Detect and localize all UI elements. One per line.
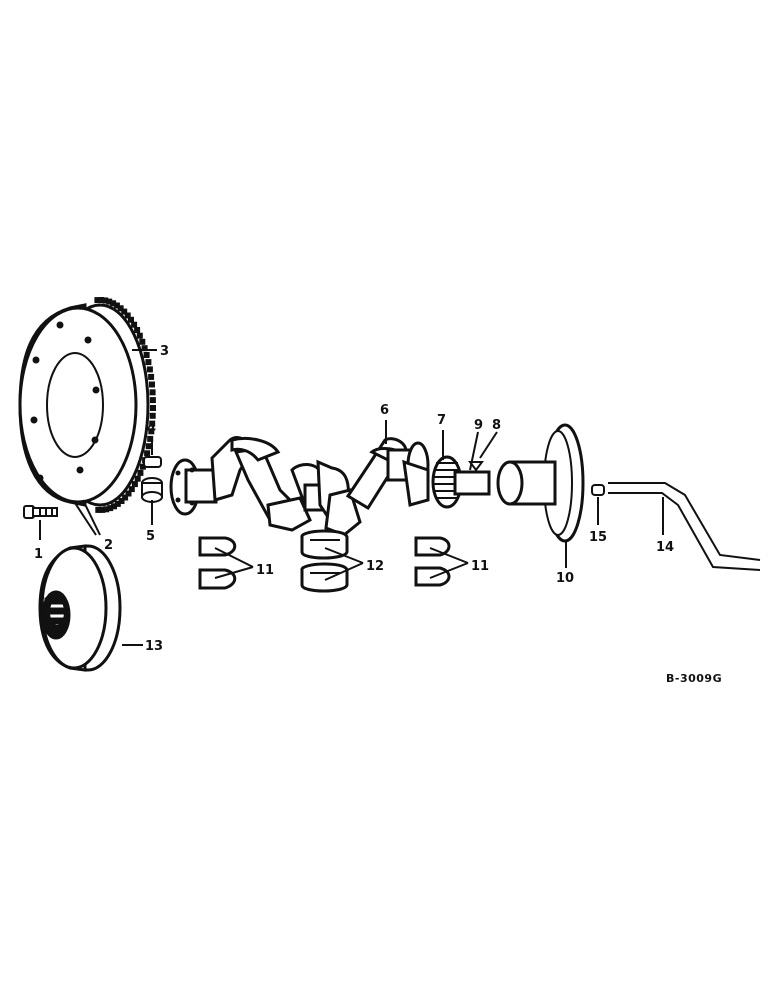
callout-4: 4	[147, 421, 156, 436]
callout-13: 13	[145, 639, 163, 654]
oil-tube	[608, 482, 761, 571]
callout-14: 14	[656, 540, 674, 555]
dowel-pin	[143, 456, 162, 468]
gear-tooth	[149, 420, 156, 427]
pilot-bushing	[141, 477, 163, 503]
gear-tooth	[111, 503, 117, 510]
crankshaft	[169, 436, 430, 537]
gear-tooth	[150, 405, 156, 411]
gear-tooth	[106, 298, 113, 305]
thrust-bearing	[300, 529, 349, 593]
gear-tooth	[94, 297, 101, 304]
gear-tooth	[149, 412, 156, 419]
gear-tooth	[128, 486, 135, 493]
gear-tooth	[136, 332, 143, 339]
gear-tooth	[141, 345, 148, 352]
callout-1: 1	[34, 547, 43, 562]
gear-tooth	[139, 463, 146, 470]
callout-3: 3	[160, 344, 169, 359]
gear-tooth	[122, 494, 129, 501]
callout-6: 6	[380, 403, 389, 418]
callout-2: 2	[104, 538, 113, 553]
gear-tooth	[98, 297, 105, 303]
callout-11-left: 11	[256, 563, 274, 578]
callout-5: 5	[146, 529, 155, 544]
callout-7: 7	[437, 413, 446, 428]
drawing-reference: B-3009G	[666, 672, 722, 685]
gear-tooth	[103, 506, 110, 513]
gear-tooth	[145, 443, 152, 450]
callout-15: 15	[589, 530, 607, 545]
gear-tooth	[113, 302, 120, 309]
callout-11-right: 11	[471, 559, 489, 574]
leader-lines	[39, 349, 664, 646]
gear-tooth	[146, 366, 153, 373]
gear-key	[468, 461, 484, 472]
gear-tooth	[107, 505, 114, 512]
gear-tooth	[118, 498, 125, 504]
gear-tooth	[145, 359, 152, 366]
gear-tooth	[148, 373, 155, 380]
gear-tooth	[114, 500, 121, 507]
gear-tooth	[149, 397, 156, 404]
flywheel-bore	[46, 352, 104, 458]
gear-tooth	[148, 428, 155, 435]
gear-tooth	[124, 312, 131, 319]
gear-tooth	[139, 338, 146, 345]
gear-tooth	[134, 327, 141, 333]
gear-tooth	[121, 308, 128, 315]
callout-12: 12	[366, 559, 384, 574]
callout-10: 10	[556, 571, 574, 586]
flywheel-bolt	[23, 505, 58, 519]
crankshaft-gear	[431, 455, 491, 509]
flywheel-assembly	[18, 297, 156, 513]
gear-tooth	[128, 316, 134, 323]
main-bearing-left	[198, 536, 237, 590]
rear-seal-retainer	[496, 423, 585, 543]
gear-tooth	[131, 481, 138, 488]
gear-tooth	[102, 297, 109, 304]
gear-tooth	[110, 300, 117, 307]
gear-tooth	[95, 506, 102, 513]
callout-8: 8	[492, 418, 501, 433]
gear-tooth	[147, 435, 154, 442]
callout-9: 9	[474, 418, 483, 433]
gear-tooth	[149, 381, 155, 388]
ring-gear-teeth	[94, 297, 156, 513]
gear-tooth	[137, 469, 144, 476]
gear-tooth	[131, 321, 138, 328]
gear-tooth	[134, 475, 141, 482]
gear-tooth	[144, 450, 151, 457]
gear-tooth	[143, 352, 150, 358]
gear-tooth	[99, 506, 106, 513]
gear-tooth	[125, 490, 132, 497]
gear-tooth	[117, 305, 124, 312]
crankshaft-pulley	[38, 544, 122, 672]
flywheel-bolt-holes	[30, 321, 100, 482]
plug	[591, 484, 605, 496]
gear-tooth	[149, 389, 156, 396]
